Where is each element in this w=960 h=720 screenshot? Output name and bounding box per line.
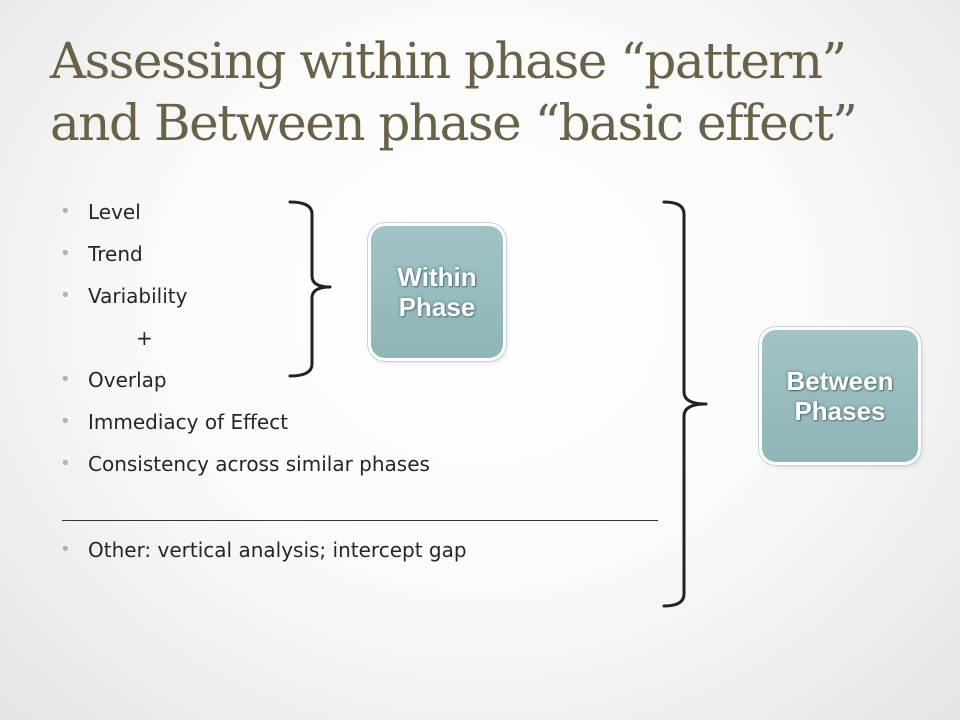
slide-title: Assessing within phase “pattern” and Bet… [50,30,930,154]
bullet-dot-icon: • [60,369,71,390]
title-line-1: Assessing within phase “pattern” [50,32,847,90]
within-phase-box: Within Phase [371,226,503,358]
bullet-dot-icon: • [60,453,71,474]
between-phases-box: Between Phases [762,330,918,462]
bullet-dot-icon: • [60,539,71,560]
bullet-dot-icon: • [60,201,71,222]
between-phases-label: Between Phases [786,366,894,426]
separator-line [62,520,658,521]
bullet-dot-icon: • [60,411,71,432]
between-phases-bracket [662,200,708,608]
bullet-dot-icon: • [60,285,71,306]
within-phase-label: Within Phase [397,262,477,322]
title-line-2: and Between phase “basic effect” [50,94,858,152]
bullet-dot-icon: • [60,243,71,264]
plus-sign: + [136,326,153,350]
within-phase-bracket [288,200,332,378]
